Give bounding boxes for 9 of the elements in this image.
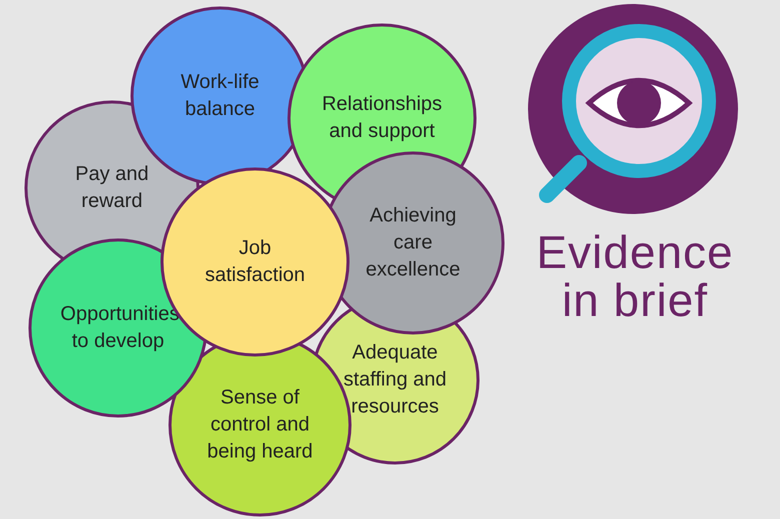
topic-label: Sense of control and being heard	[206, 386, 314, 464]
topic-label: Opportunities to develop	[60, 302, 176, 354]
topic-label: Achieving care excellence	[364, 204, 462, 282]
topic-label: Job satisfaction	[204, 236, 306, 288]
topic-label: Relationships and support	[321, 92, 443, 144]
topic-label: Adequate staffing and resources	[342, 340, 448, 420]
title-heading: Evidence in brief	[535, 228, 735, 324]
topic-label: Work-life balance	[180, 70, 260, 122]
topic-label: Pay and reward	[74, 162, 150, 214]
